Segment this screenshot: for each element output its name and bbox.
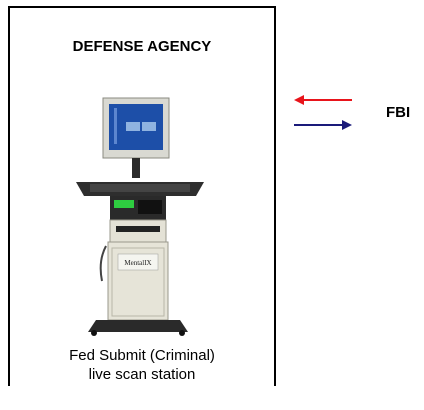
agency-title: DEFENSE AGENCY xyxy=(72,38,212,55)
caption-line-1: Fed Submit (Criminal) xyxy=(69,347,215,364)
station-caption: Fed Submit (Criminal) live scan station xyxy=(10,346,274,384)
cabinet xyxy=(107,241,169,321)
exchange-arrows xyxy=(294,95,352,130)
kiosk-brand-label: MentalIX xyxy=(124,259,151,267)
arrow-from-fbi xyxy=(294,95,352,105)
fbi-label: FBI xyxy=(386,104,411,121)
defense-agency-box: DEFENSE AGENCY MentalIX Fed Submit (Crim… xyxy=(8,6,276,386)
live-scan-station-image: MentalIX xyxy=(76,97,204,336)
caption-line-2: live scan station xyxy=(88,366,196,383)
station-base xyxy=(88,320,188,332)
arrow-to-fbi xyxy=(294,120,352,130)
